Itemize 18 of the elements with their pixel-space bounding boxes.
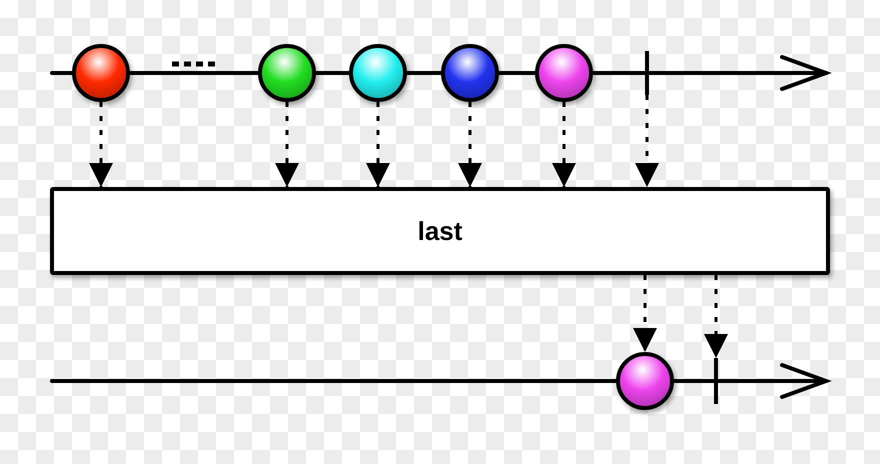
arrow — [552, 102, 576, 187]
marble — [72, 44, 130, 102]
arrow — [89, 102, 113, 187]
arrow — [704, 275, 728, 358]
marble — [349, 44, 407, 102]
completion-mark — [645, 51, 649, 95]
operator-name: last — [418, 216, 462, 246]
arrow — [633, 275, 657, 352]
marble — [535, 44, 593, 102]
marble — [616, 352, 674, 410]
arrow — [275, 102, 299, 187]
marble — [258, 44, 316, 102]
operator-box — [50, 187, 830, 275]
marble — [441, 44, 499, 102]
completion-mark — [714, 358, 718, 404]
arrow — [366, 102, 390, 187]
arrow — [458, 102, 482, 187]
arrow — [635, 95, 659, 187]
